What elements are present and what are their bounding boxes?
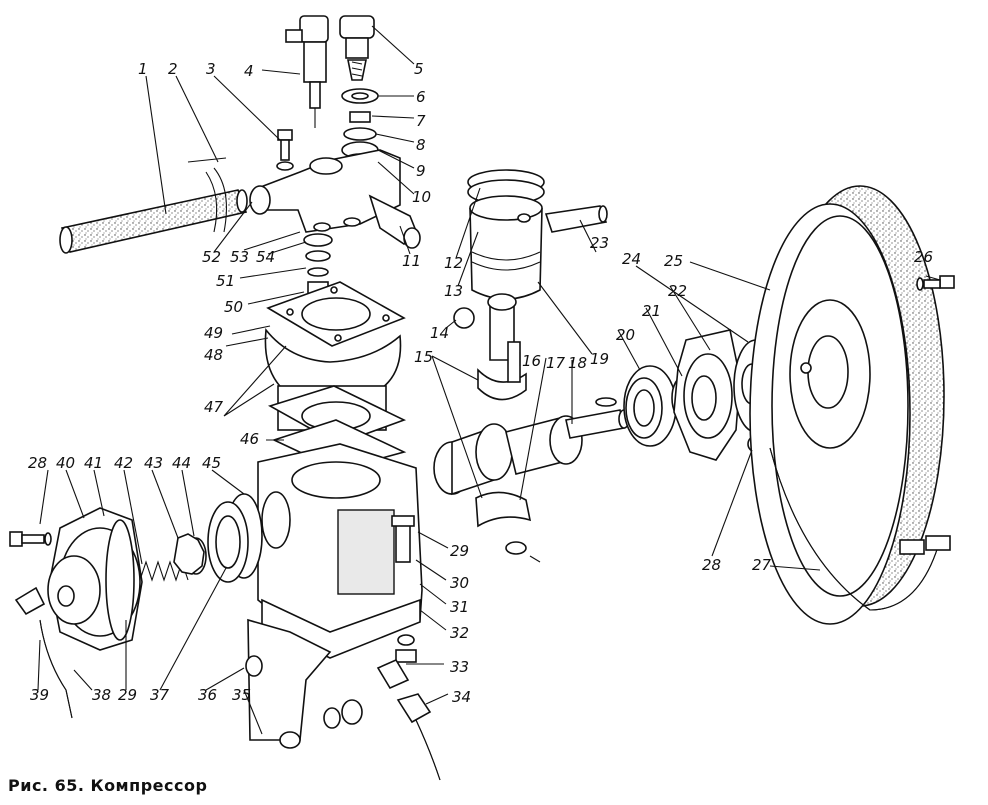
- callout-5: 5: [414, 60, 424, 78]
- callout-28-right: 28: [702, 556, 721, 574]
- callout-36: 36: [198, 686, 217, 704]
- callout-14: 14: [430, 324, 449, 342]
- clamp: [187, 157, 227, 233]
- callout-9: 9: [416, 162, 426, 180]
- callout-37: 37: [150, 686, 170, 704]
- cylinder-head: [249, 149, 421, 249]
- callout-25: 25: [664, 252, 683, 270]
- seal-spring: [139, 533, 207, 582]
- callout-31: 31: [450, 598, 469, 616]
- bolt-28-left: [9, 531, 52, 547]
- callout-24: 24: [622, 250, 641, 268]
- leader-lines: [37, 25, 941, 735]
- rear-cover: [47, 507, 143, 651]
- callout-labels: 1 2 3 4 5 6 7 8 9 10 11 12 13 14 15 16 1…: [28, 60, 933, 706]
- callout-50: 50: [224, 298, 243, 316]
- callout-29-left: 29: [118, 686, 137, 704]
- callout-16: 16: [522, 352, 541, 370]
- callout-12: 12: [444, 254, 463, 272]
- callout-26: 26: [914, 248, 933, 266]
- callout-4: 4: [244, 62, 254, 80]
- callout-28-left: 28: [28, 454, 47, 472]
- oil-line: [14, 586, 73, 719]
- callout-46: 46: [240, 430, 259, 448]
- callout-47: 47: [204, 398, 224, 416]
- crankshaft: [433, 397, 630, 496]
- part-drawings: [9, 15, 955, 781]
- piston-pin: [544, 205, 608, 233]
- callout-45: 45: [202, 454, 221, 472]
- callout-39: 39: [30, 686, 49, 704]
- piston: [467, 169, 545, 300]
- unloader-fitting: [285, 15, 329, 128]
- bolt-26: [916, 275, 955, 291]
- connecting-rod: [453, 293, 541, 563]
- callout-41: 41: [84, 454, 103, 472]
- callout-3: 3: [206, 60, 216, 78]
- callout-30: 30: [450, 574, 469, 592]
- callout-40: 40: [56, 454, 75, 472]
- outlet-fittings: [323, 634, 441, 781]
- callout-32: 32: [450, 624, 469, 642]
- callout-20: 20: [616, 326, 635, 344]
- callout-11: 11: [402, 252, 421, 270]
- front-seal: [207, 493, 263, 583]
- figure-caption: Рис. 65. Компрессор: [8, 776, 208, 795]
- callout-8: 8: [416, 136, 426, 154]
- inlet-valve-parts: [303, 233, 333, 299]
- callout-54: 54: [256, 248, 275, 266]
- callout-1: 1: [138, 60, 148, 78]
- bearing: [623, 365, 677, 447]
- callout-17: 17: [546, 354, 566, 372]
- callout-44: 44: [172, 454, 191, 472]
- callout-29-right: 29: [450, 542, 469, 560]
- callout-15: 15: [414, 348, 433, 366]
- callout-13: 13: [444, 282, 463, 300]
- crankcase: [245, 443, 423, 749]
- callout-19: 19: [590, 350, 609, 368]
- callout-6: 6: [416, 88, 426, 106]
- callout-21: 21: [642, 302, 661, 320]
- callout-52: 52: [202, 248, 221, 266]
- callout-34: 34: [452, 688, 471, 706]
- callout-38: 38: [92, 686, 111, 704]
- callout-2: 2: [168, 60, 178, 78]
- head-gasket: [266, 281, 406, 347]
- intake-pipe: [59, 189, 248, 254]
- callout-23: 23: [590, 234, 609, 252]
- callout-22: 22: [668, 282, 687, 300]
- bolt-3: [276, 129, 294, 171]
- callout-53: 53: [230, 248, 249, 266]
- plug-5: [339, 15, 375, 81]
- callout-49: 49: [204, 324, 223, 342]
- pulley-and-belt: [749, 185, 951, 625]
- callout-10: 10: [412, 188, 431, 206]
- callout-27: 27: [752, 556, 772, 574]
- callout-18: 18: [568, 354, 587, 372]
- callout-33: 33: [450, 658, 469, 676]
- callout-51: 51: [216, 272, 235, 290]
- callout-43: 43: [144, 454, 163, 472]
- callout-35: 35: [232, 686, 251, 704]
- callout-7: 7: [416, 112, 426, 130]
- bearing-cover: [673, 329, 741, 461]
- callout-42: 42: [114, 454, 133, 472]
- callout-48: 48: [204, 346, 223, 364]
